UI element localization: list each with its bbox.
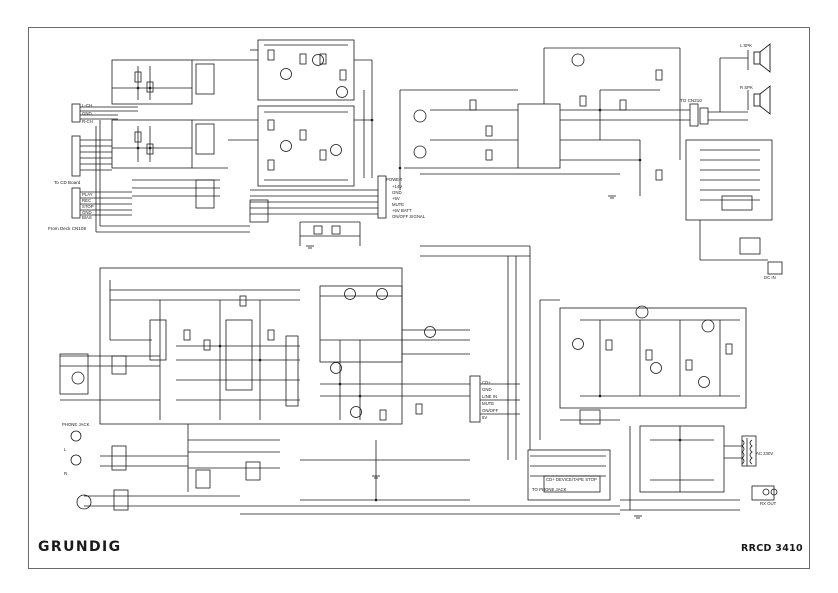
- label-cd-line-1: L-CH: [82, 103, 93, 108]
- preamp-transistor-block: [228, 39, 373, 187]
- speaker-icons: [753, 43, 771, 115]
- transistors: [70, 53, 778, 510]
- label-interface-line-6: 5V: [482, 415, 488, 420]
- label-interface-line-4: MUTE: [482, 401, 495, 406]
- label-speaker-r: R SPK: [740, 85, 753, 90]
- label-cd-line-2: GND: [82, 111, 92, 116]
- label-tuner-4: CD+ DEVICE/TAPE STOP: [546, 477, 597, 482]
- label-power-line-3: +5V: [392, 196, 400, 201]
- power-supply-block: [620, 425, 775, 511]
- label-interface-line-5: ON/OFF: [482, 408, 499, 413]
- label-power-line-5: +5V BATT: [392, 208, 412, 213]
- label-power-header: POWER: [386, 177, 403, 182]
- label-interface-line-2: GND: [482, 387, 492, 392]
- label-deck-line-2: REC: [82, 198, 92, 203]
- label-deck-line-3: STOP: [82, 204, 94, 209]
- label-power-line-4: MUTE: [392, 202, 405, 207]
- label-tuner-3: R: [64, 471, 68, 476]
- label-rear-3: RX OUT: [760, 501, 777, 506]
- label-to-cn210: TO CN210: [680, 98, 702, 103]
- transformer-icon: [741, 438, 753, 466]
- label-cd-line-3: R-CH: [82, 119, 93, 124]
- preamp-left-block: [95, 59, 250, 233]
- label-interface-line-3: LINE IN: [482, 394, 498, 399]
- label-rear-1: DC IN: [764, 275, 776, 280]
- jacks-block: [84, 445, 620, 515]
- speaker-output-block: [685, 50, 783, 275]
- label-power-line-6: ON/OFF SIGNAL: [392, 214, 426, 219]
- label-tuner-1: PHONE JACK: [62, 422, 90, 427]
- label-from-deck: From Deck CN108: [48, 226, 87, 231]
- model-number: RRCD 3410: [741, 543, 803, 554]
- brand-logo: GRUNDIG: [38, 539, 122, 555]
- cd-interface-block: [420, 245, 611, 501]
- label-tuner-2: L: [64, 447, 67, 452]
- label-deck-line-4: GND: [82, 210, 92, 215]
- label-power-line-2: GND: [392, 190, 402, 195]
- label-deck-line-1: PLAY: [82, 192, 93, 197]
- switch-stage-block: [300, 285, 520, 501]
- drawing-frame: [28, 27, 810, 569]
- ground-symbols: [306, 195, 642, 519]
- tuner-block: [59, 267, 403, 492]
- interconnect-header: [249, 175, 387, 246]
- label-power-line-1: +14V: [392, 184, 403, 189]
- driver-stage-block: [539, 299, 747, 440]
- label-to-cd-board: To CD Board: [54, 180, 81, 185]
- junction-dots: [136, 86, 682, 502]
- power-amp-ic-block: [399, 47, 690, 196]
- label-tuner-5: TO PHONE JACK: [532, 487, 567, 492]
- label-deck-line-5: BIAS: [82, 215, 92, 220]
- label-interface-line-1: CD+: [482, 380, 491, 385]
- label-speaker-l: L SPK: [740, 43, 753, 48]
- label-rear-2: AC 230V: [756, 451, 774, 456]
